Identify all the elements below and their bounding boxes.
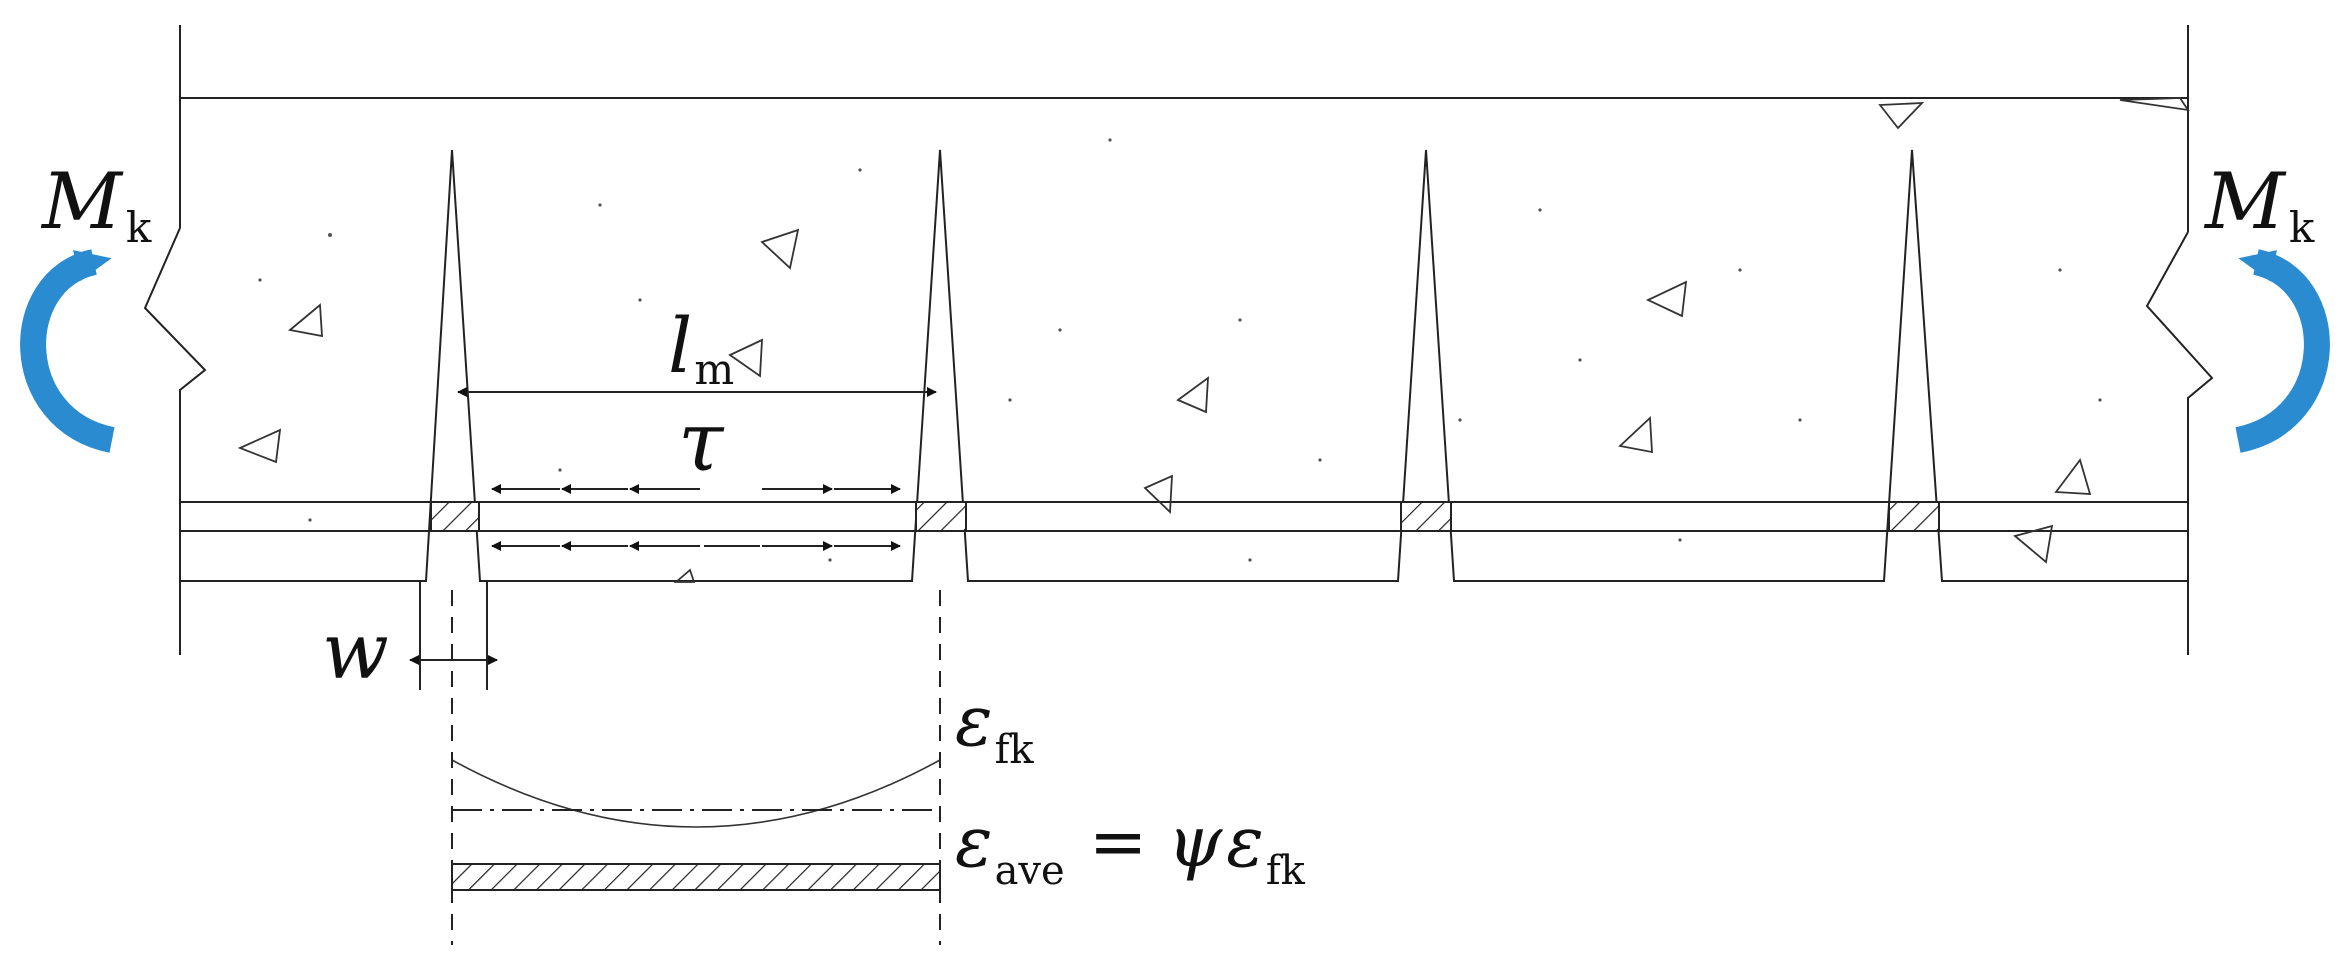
steel-strain-curve bbox=[451, 759, 941, 828]
hatched-bond-zone bbox=[915, 501, 967, 532]
hatched-bond-zone bbox=[430, 501, 480, 532]
curved-arrow-counterclockwise-icon bbox=[2234, 249, 2330, 453]
aggregate-particles bbox=[237, 97, 2190, 583]
strain-peak-label: εfk bbox=[955, 680, 1034, 773]
moment-label-left: Mk bbox=[40, 157, 152, 252]
crack-width-dimension bbox=[409, 581, 498, 690]
hatched-bond-zone bbox=[1400, 501, 1452, 532]
beam-outline bbox=[143, 25, 2214, 655]
hatched-bond-zone bbox=[1888, 501, 1940, 532]
crack-width-label: w bbox=[322, 607, 389, 697]
concrete-specks bbox=[258, 138, 2102, 562]
strain-average-formula: εave=ψεfk bbox=[955, 801, 1306, 894]
curved-arrow-clockwise-icon bbox=[20, 249, 116, 453]
crack-spacing-label: lm bbox=[668, 301, 734, 394]
moment-label-right: Mk bbox=[2203, 157, 2315, 252]
rebar bbox=[180, 501, 2188, 532]
bond-stress-label: τ bbox=[678, 395, 725, 490]
hatched-average-strain-band bbox=[451, 863, 941, 891]
